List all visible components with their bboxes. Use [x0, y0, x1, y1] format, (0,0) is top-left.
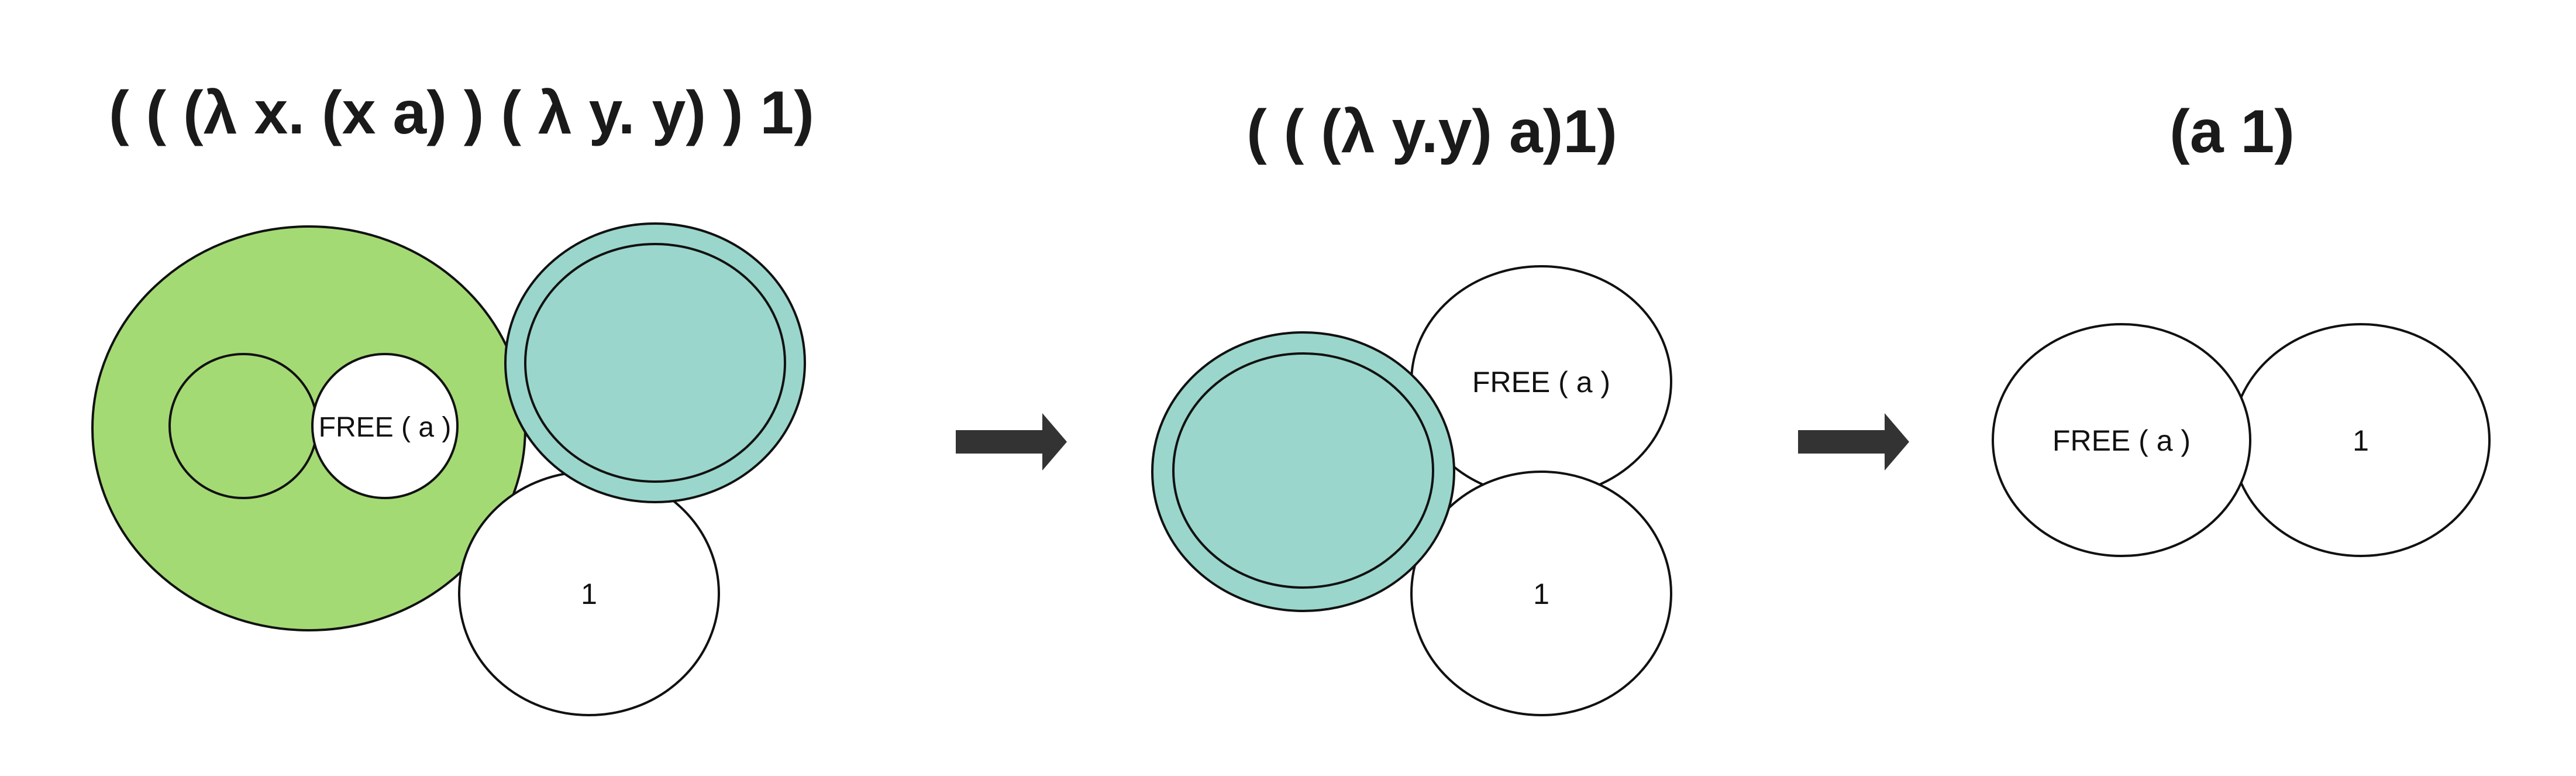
arrow-1-shape	[956, 413, 1067, 471]
stage-1-free-a-label: FREE ( a )	[319, 412, 452, 443]
right-arrow-icon	[1798, 413, 1909, 471]
stage-1-variable-x-circle	[168, 353, 318, 499]
right-arrow-icon	[956, 413, 1067, 471]
stage-2-lambda-y-inner-circle	[1172, 352, 1434, 589]
stage-3: (a 1) 1 FREE ( a )	[1992, 98, 2491, 557]
stage-1-one-label: 1	[581, 578, 597, 610]
stage-3-free-a-label: FREE ( a )	[2052, 424, 2191, 457]
stage-1-title: ( ( (λ x. (x a) ) ( λ y. y) ) 1)	[109, 79, 814, 147]
stage-3-one-label: 1	[2353, 424, 2369, 457]
stage-2-title: ( ( (λ y.y) a)1)	[1246, 98, 1617, 166]
stage-3-free-a-circle	[1992, 323, 2251, 557]
stage-1-lambda-y-inner-circle	[524, 243, 786, 483]
stage-2-one-circle	[1410, 471, 1672, 716]
stage-1-free-a-circle	[311, 353, 459, 499]
stage-1: ( ( (λ x. (x a) ) ( λ y. y) ) 1) FREE ( …	[91, 79, 814, 716]
arrow-2-shape	[1798, 413, 1909, 471]
stage-2-one-label: 1	[1533, 578, 1549, 610]
stage-2: ( ( (λ y.y) a)1) FREE ( a ) 1	[1151, 98, 1672, 716]
stage-3-title: (a 1)	[2169, 98, 2295, 166]
stage-2-free-a-label: FREE ( a )	[1472, 366, 1610, 399]
